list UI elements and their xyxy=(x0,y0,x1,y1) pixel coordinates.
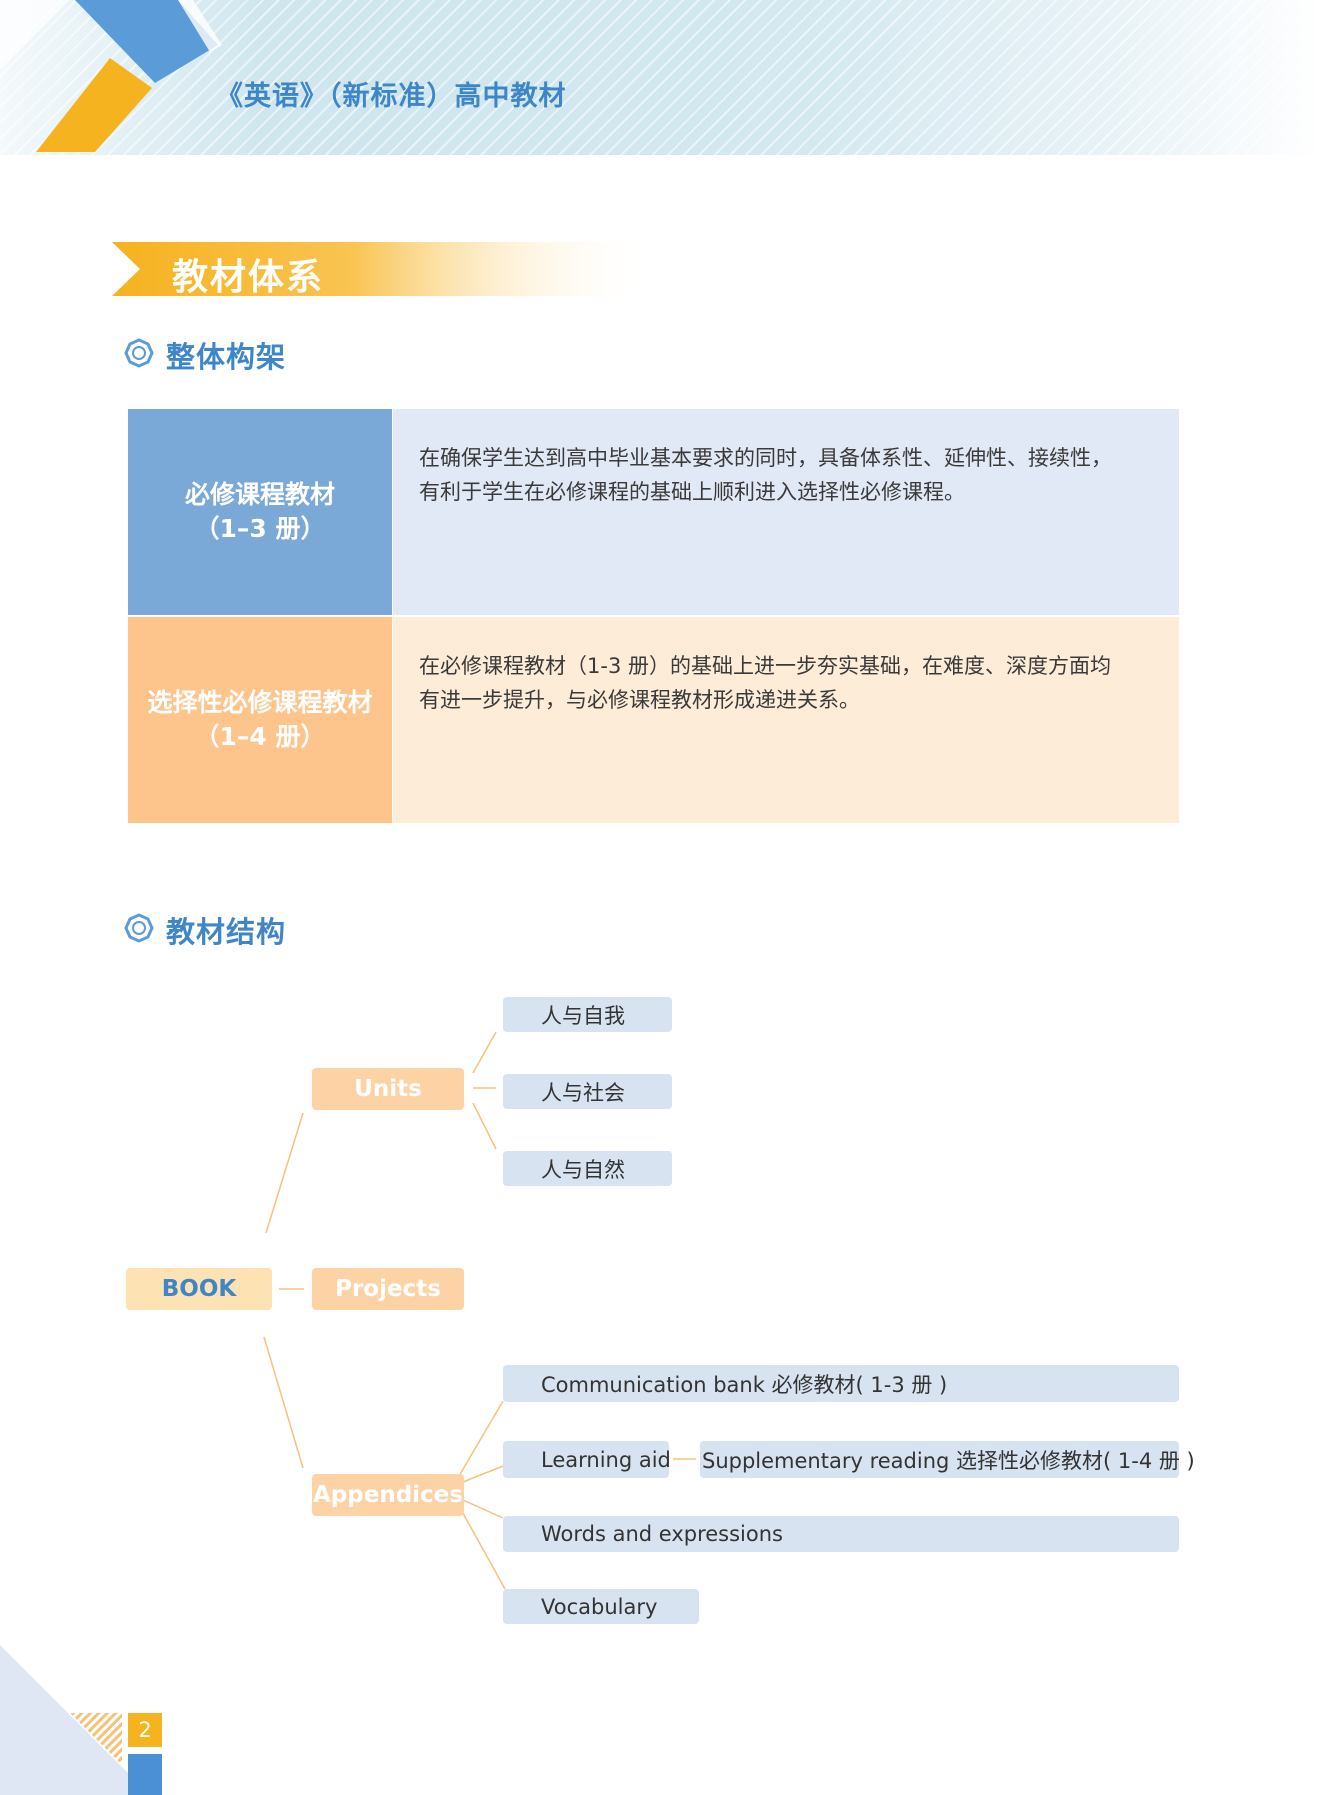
communication-bank-node: Communication bank 必修教材( 1-3 册 ) xyxy=(503,1365,1179,1402)
section-title: 教材体系 xyxy=(172,257,325,298)
header-title: 《英语》（新标准）高中教材 xyxy=(216,81,567,112)
section-banner xyxy=(112,242,652,296)
elective-course-desc-line: 在必修课程教材（1-3 册）的基础上进一步夯实基础，在难度、深度方面均 xyxy=(419,654,1111,678)
learning-aid-node: Learning aid xyxy=(503,1441,671,1478)
required-course-label: 必修课程教材 （1–3 册） xyxy=(128,409,392,615)
elective-course-label: 选择性必修课程教材 （1–4 册） xyxy=(128,617,392,823)
header-band xyxy=(0,0,1323,155)
units-child-nature: 人与自然 xyxy=(503,1151,672,1186)
footer-decoration xyxy=(0,1645,162,1795)
framework-heading: 整体构架 xyxy=(166,340,287,374)
required-course-description: 在确保学生达到高中毕业基本要求的同时，具备体系性、延伸性、接续性， 有利于学生在… xyxy=(393,409,1179,615)
gear-icon xyxy=(124,338,154,368)
required-course-volumes: （1–3 册） xyxy=(194,514,326,543)
supplementary-reading-node: Supplementary reading 选择性必修教材( 1-4 册 ) xyxy=(700,1441,1195,1478)
required-course-desc-line: 在确保学生达到高中毕业基本要求的同时，具备体系性、延伸性、接续性， xyxy=(419,446,1112,470)
projects-node: Projects xyxy=(312,1268,464,1310)
units-child-self: 人与自我 xyxy=(503,997,672,1032)
elective-course-desc-line: 有进一步提升，与必修课程教材形成递进关系。 xyxy=(419,688,860,712)
page-number: 2 xyxy=(128,1713,162,1747)
required-course-name: 必修课程教材 xyxy=(184,480,335,509)
units-child-society: 人与社会 xyxy=(503,1074,672,1109)
gear-icon xyxy=(124,913,154,943)
elective-course-volumes: （1–4 册） xyxy=(194,722,326,751)
elective-course-name: 选择性必修课程教材 xyxy=(147,688,373,717)
required-course-desc-line: 有利于学生在必修课程的基础上顺利进入选择性必修课程。 xyxy=(419,480,965,504)
units-node: Units xyxy=(312,1068,464,1110)
words-and-expressions-node: Words and expressions xyxy=(503,1516,1179,1552)
elective-course-description: 在必修课程教材（1-3 册）的基础上进一步夯实基础，在难度、深度方面均 有进一步… xyxy=(393,617,1179,823)
appendices-node: Appendices xyxy=(312,1474,464,1516)
header-decoration xyxy=(0,0,222,152)
structure-heading: 教材结构 xyxy=(166,915,287,949)
book-node: BOOK xyxy=(126,1268,272,1310)
vocabulary-node: Vocabulary xyxy=(503,1589,699,1624)
